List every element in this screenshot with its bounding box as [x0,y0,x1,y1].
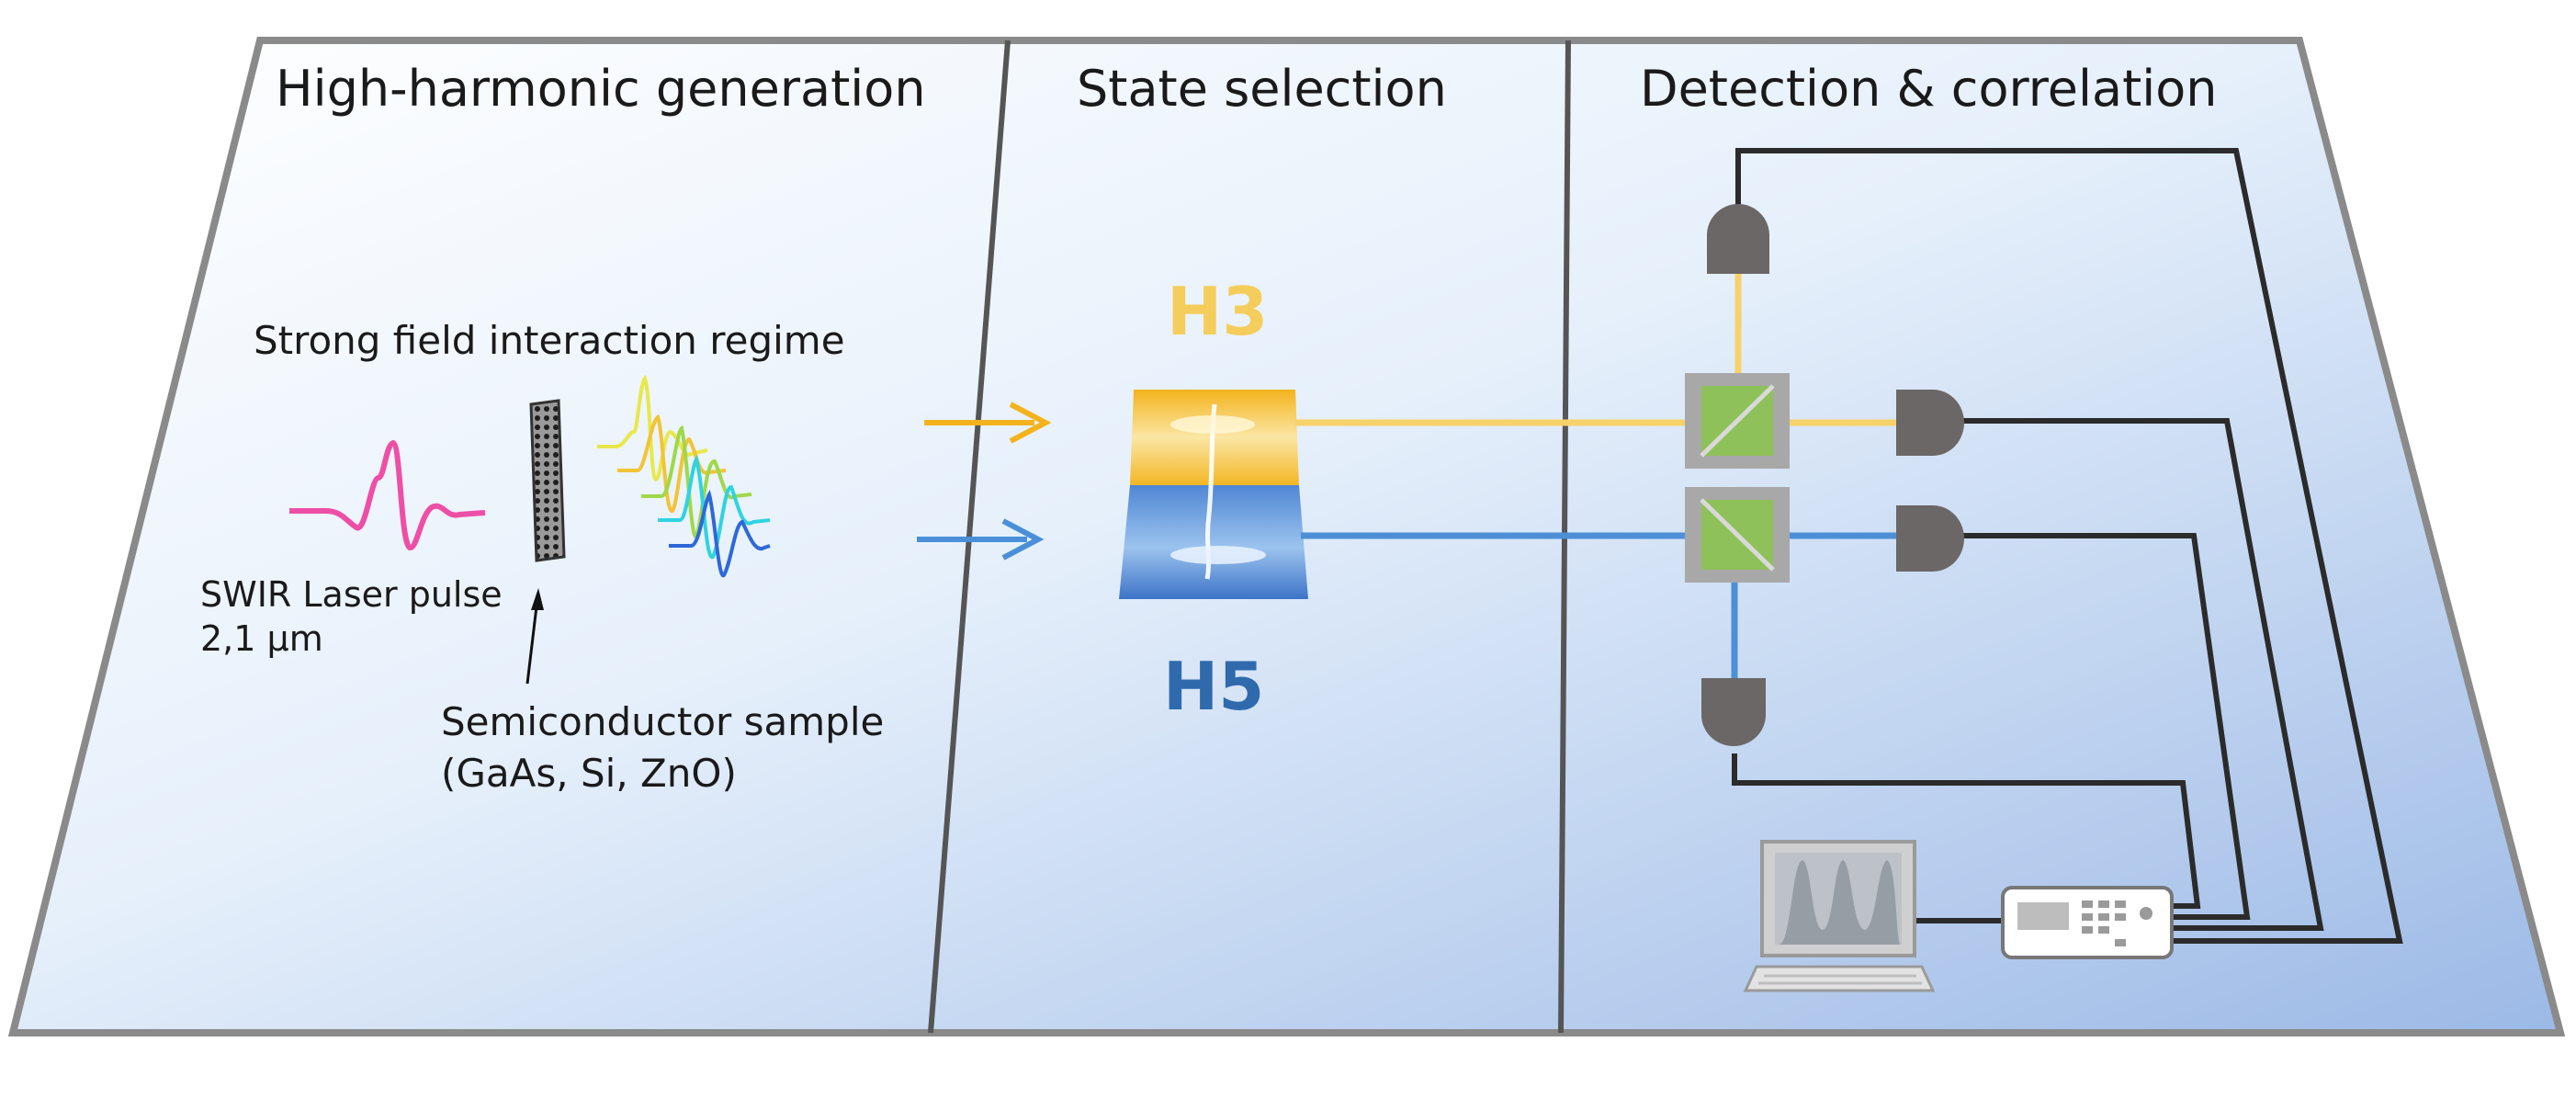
sample-pointer-arrow [525,588,544,685]
h5-label: H5 [1163,648,1264,725]
semiconductor-sample-icon [529,399,566,562]
h3-input-arrow [924,402,1052,444]
d-shaped-detector-icon [1701,678,1766,746]
d-shaped-detector-icon [1896,390,1964,456]
beam-splitter-icon [1685,487,1790,583]
laser-label-line2: 2,1 μm [200,618,323,659]
section-title-detection: Detection & correlation [1640,60,2218,118]
harmonic-waveforms-icon [597,374,771,578]
sample-label-line2: (GaAs, Si, ZnO) [441,751,737,796]
h5-beam-block [1119,485,1308,599]
regime-label: Strong field interaction regime [254,318,845,363]
beam-splitter-icon [1685,373,1790,469]
section-title-hhg: High-harmonic generation [276,60,926,118]
h3-label: H3 [1167,273,1268,350]
d-shaped-detector-icon [1896,505,1964,572]
sample-label-line1: Semiconductor sample [441,699,884,744]
laser-label-line1: SWIR Laser pulse [200,574,503,615]
harmonic-selection-crystal [1119,390,1308,599]
computer-monitor-icon [1743,840,1936,992]
laser-pulse-waveform [289,439,486,550]
time-tagger-icon [2001,886,2174,959]
section-title-state-selection: State selection [1077,60,1447,118]
signal-cables [1732,148,2403,944]
h5-input-arrow [917,518,1045,561]
d-shaped-detector-icon [1707,204,1769,274]
